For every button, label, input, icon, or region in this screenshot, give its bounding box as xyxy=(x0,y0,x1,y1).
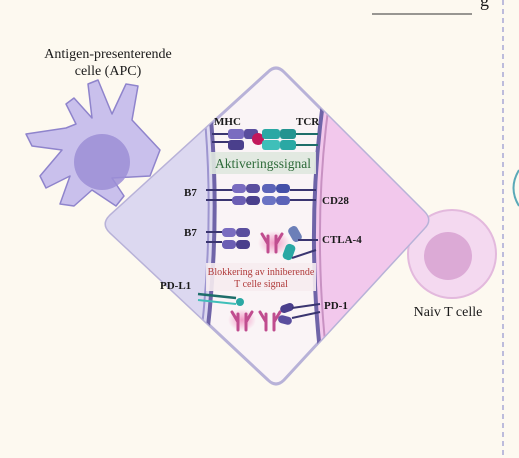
apc-label-line1: Antigen-presenterende xyxy=(44,47,172,62)
label-ctla4: CTLA-4 xyxy=(322,234,362,246)
anti-ctla4-antibody-icon xyxy=(260,232,284,254)
tcell-membrane-region xyxy=(313,68,428,384)
b7-ctla4-complex xyxy=(206,226,318,261)
pdl1-pd1-complex xyxy=(197,292,321,332)
blocking-label-line1: Blokkering av inhiberende xyxy=(208,267,315,278)
b7-cd28-complex xyxy=(206,184,316,205)
label-pdl1: PD-L1 xyxy=(160,280,191,292)
t-cell xyxy=(407,209,497,299)
blocking-label-line2: T celle signal xyxy=(234,279,288,290)
apc-label-line2: celle (APC) xyxy=(75,64,142,79)
label-cd28: CD28 xyxy=(322,195,349,207)
label-tcr: TCR xyxy=(296,116,320,128)
label-b7-top: B7 xyxy=(184,187,197,199)
mhc-tcr-complex xyxy=(212,129,318,150)
anti-pd1-antibody-icon xyxy=(258,310,282,332)
blocking-signal-box xyxy=(206,263,316,291)
peptide-antigen-icon xyxy=(252,133,264,145)
synapse-diamond xyxy=(104,66,430,386)
apc-cell xyxy=(25,79,161,207)
header-text: g xyxy=(480,0,489,10)
t-cell-label: Naiv T celle xyxy=(414,305,483,320)
label-pd1: PD-1 xyxy=(324,300,348,312)
label-b7-bottom: B7 xyxy=(184,227,197,239)
edge-fragment-icon xyxy=(512,169,519,207)
activation-signal-box xyxy=(210,152,316,174)
activation-signal-label: Aktiveringssignal xyxy=(215,156,311,171)
anti-pdl1-antibody-icon xyxy=(230,310,254,332)
label-mhc: MHC xyxy=(214,116,241,128)
t-cell-nucleus xyxy=(424,232,472,280)
apc-nucleus xyxy=(74,134,130,190)
